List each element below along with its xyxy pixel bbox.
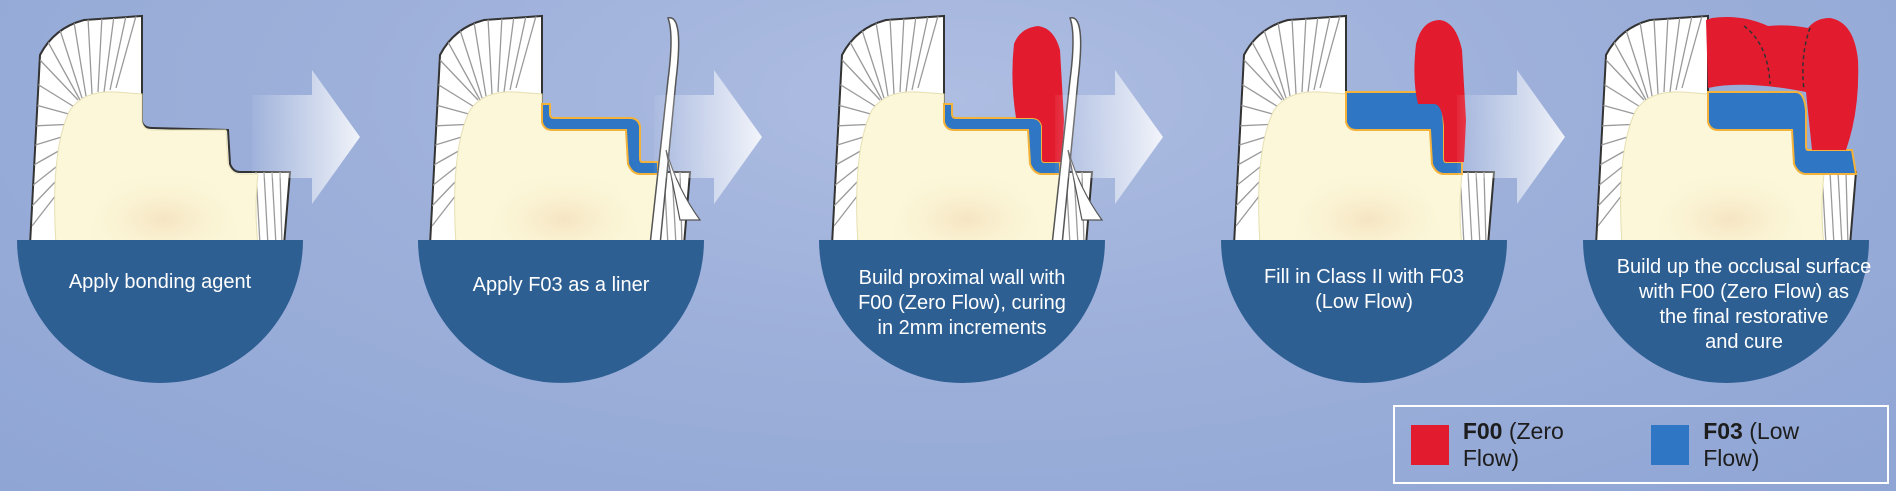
step-1-tooth — [30, 16, 290, 245]
legend-desc-f00: (Zero Flow) — [1462, 417, 1564, 471]
step-3-proximal-wall — [1012, 26, 1064, 162]
step-4-caption-text: Fill in Class II with F03 (Low Flow) — [1263, 266, 1465, 313]
step-4-tooth — [1234, 16, 1494, 245]
step-5-caption-text: Build up the occlusal surface with F00 (… — [1616, 256, 1872, 353]
legend-code-f03: F03 — [1703, 417, 1743, 444]
legend-label-f00: F00 (Zero Flow) — [1463, 418, 1618, 472]
legend-label-f03: F03 (Low Flow) — [1703, 418, 1853, 472]
step-5-caption: Build up the occlusal surface with F00 (… — [1594, 250, 1894, 360]
legend-item-f03: F03 (Low Flow) — [1651, 418, 1853, 472]
step-5-occlusal-build — [1706, 17, 1859, 150]
step-4-caption: Fill in Class II with F03 (Low Flow) — [1239, 255, 1489, 325]
step-5-increment-lines — [1743, 25, 1811, 91]
step-2-liner — [541, 103, 659, 175]
legend-desc-f03: (Low Flow) — [1703, 417, 1800, 471]
step-4-semicircle — [1221, 240, 1507, 383]
step-5-tooth — [1596, 16, 1859, 245]
legend-item-f00: F00 (Zero Flow) — [1411, 418, 1617, 472]
step-3-caption: Build proximal wall with F00 (Zero Flow)… — [837, 258, 1087, 348]
step-1-caption: Apply bonding agent — [35, 250, 285, 315]
step-5-semicircle — [1583, 240, 1869, 383]
step-3-caption-text: Build proximal wall with F00 (Zero Flow)… — [858, 266, 1066, 339]
step-2-caption-text: Apply F03 as a liner — [472, 273, 650, 296]
step-2-semicircle — [418, 240, 704, 383]
step-5-blue-layer — [1707, 91, 1858, 175]
step-4-proximal-wall — [1414, 20, 1466, 162]
step-1-caption-text: Apply bonding agent — [68, 271, 252, 293]
step-1-semicircle — [17, 240, 303, 383]
legend-swatch-f03 — [1651, 424, 1690, 465]
legend: F00 (Zero Flow) F03 (Low Flow) — [1393, 405, 1889, 484]
legend-swatch-f00 — [1411, 424, 1449, 465]
step-3-semicircle — [819, 240, 1105, 383]
step-2-caption: Apply F03 as a liner — [436, 250, 686, 320]
legend-code-f00: F00 — [1462, 417, 1503, 444]
